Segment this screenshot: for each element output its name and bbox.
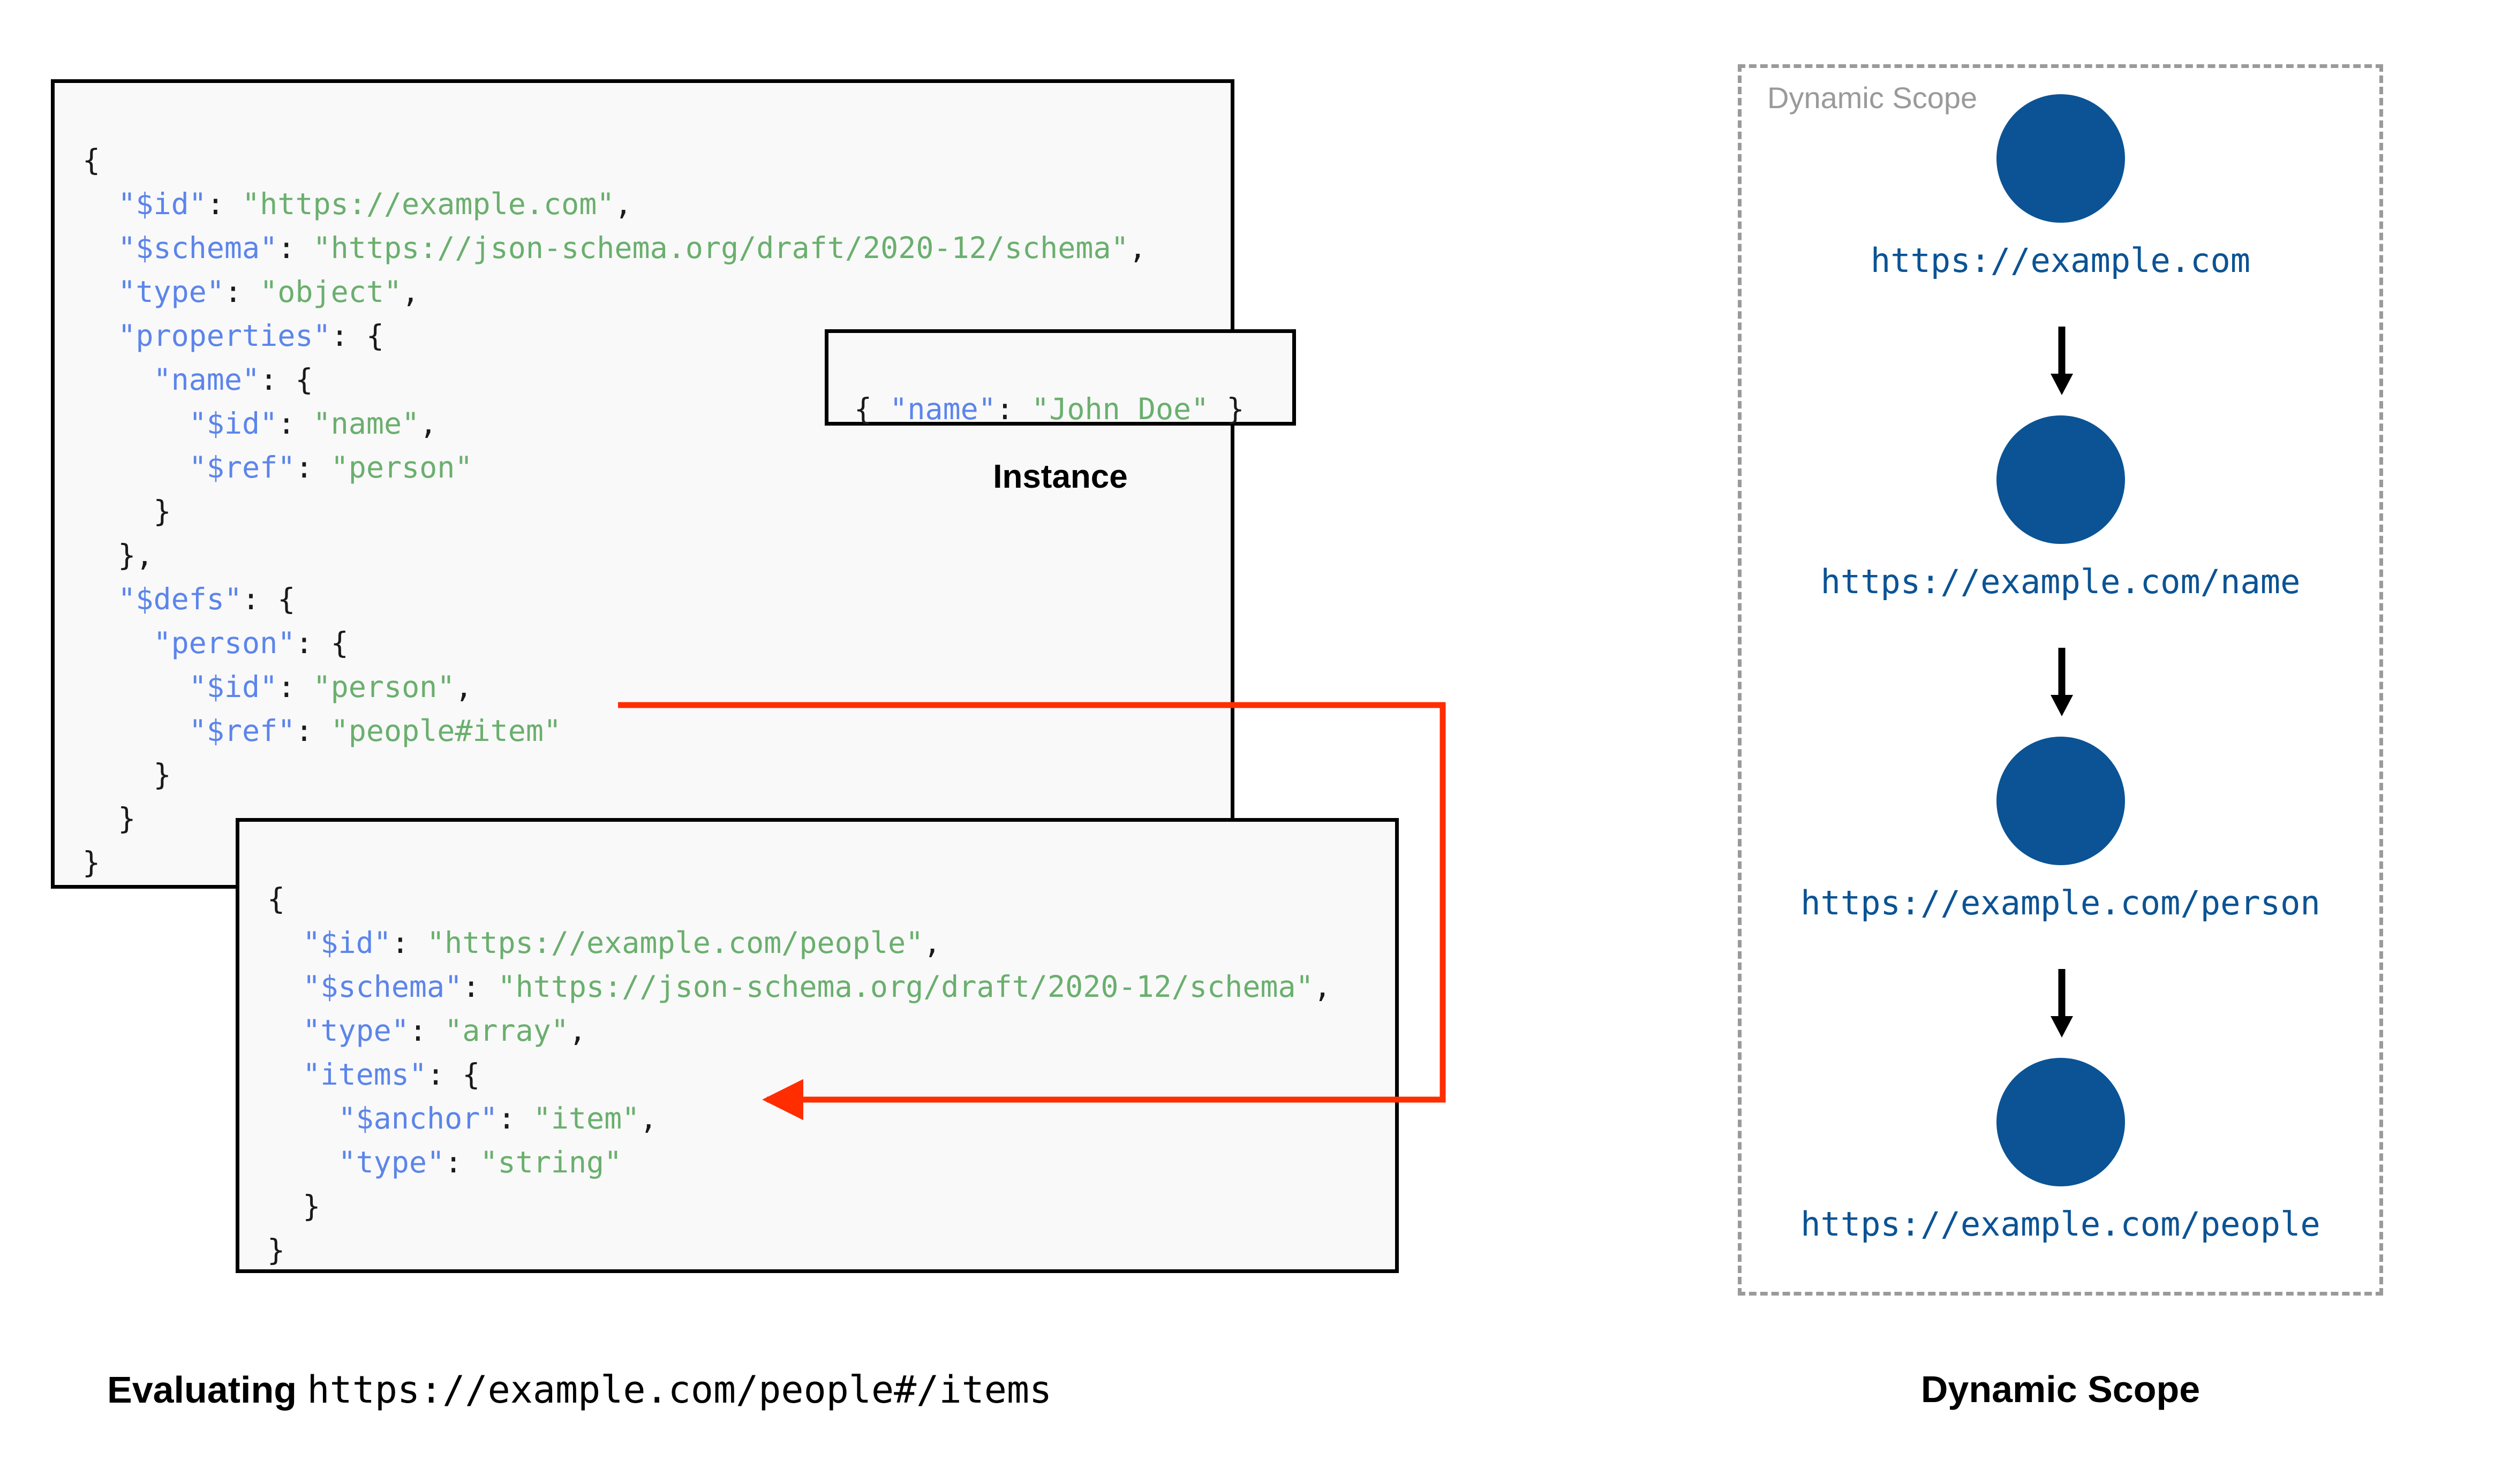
json-token-p: , xyxy=(419,406,438,441)
json-token-p: : xyxy=(996,392,1032,426)
scope-dot-icon xyxy=(1996,1058,2125,1186)
json-token-k: "$defs" xyxy=(118,582,243,616)
json-token-s: "item" xyxy=(533,1101,640,1135)
json-token-s: "array" xyxy=(444,1013,569,1048)
json-token-p: : xyxy=(295,714,331,748)
json-token-p: , xyxy=(614,187,632,221)
json-token-s: "https://example.com/people" xyxy=(427,926,924,960)
json-token-p: , xyxy=(639,1101,658,1135)
json-token-p: } xyxy=(267,1233,285,1267)
json-token-p: : xyxy=(224,275,260,309)
json-token-p: , xyxy=(1313,970,1331,1004)
json-token-p: } xyxy=(118,801,136,836)
json-token-p: : { xyxy=(242,582,296,616)
json-token-p: }, xyxy=(118,538,154,572)
json-token-p: } xyxy=(1209,392,1245,426)
json-token-k: "$schema" xyxy=(118,231,278,265)
instance-caption: Instance xyxy=(993,458,1128,495)
json-token-k: "name" xyxy=(890,392,996,426)
json-token-p: , xyxy=(455,670,473,704)
scope-node-label: https://example.com/person xyxy=(1800,883,2320,922)
json-token-p: : xyxy=(277,406,313,441)
json-token-p: : xyxy=(462,970,498,1004)
json-token-k: "$schema" xyxy=(303,970,463,1004)
json-token-p: : xyxy=(409,1013,445,1048)
json-token-p: : { xyxy=(295,626,349,660)
scope-dot-icon xyxy=(1996,94,2125,223)
evaluating-caption: Evaluating https://example.com/people#/i… xyxy=(107,1368,1052,1412)
json-token-s: "people#item" xyxy=(330,714,562,748)
json-token-s: "name" xyxy=(313,406,420,441)
json-token-k: "$anchor" xyxy=(338,1101,498,1135)
json-token-p: : xyxy=(391,926,427,960)
scope-node-1: https://example.com/name xyxy=(1738,415,2383,601)
instance-code: { "name": "John Doe" } xyxy=(854,387,1245,431)
json-token-s: "John Doe" xyxy=(1031,392,1209,426)
json-token-k: "person" xyxy=(153,626,296,660)
json-token-p: : xyxy=(277,231,313,265)
json-token-k: "$id" xyxy=(189,406,278,441)
json-token-p: , xyxy=(923,926,941,960)
json-token-p: { xyxy=(82,143,101,177)
evaluating-uri: https://example.com/people#/items xyxy=(307,1368,1052,1412)
json-token-p: } xyxy=(153,494,171,528)
scope-node-label: https://example.com/people xyxy=(1800,1205,2320,1244)
json-token-p: { xyxy=(854,392,890,426)
json-token-k: "$ref" xyxy=(189,714,296,748)
json-token-k: "type" xyxy=(118,275,224,309)
json-token-p: , xyxy=(402,275,420,309)
scope-arrow-down-icon xyxy=(2051,648,2073,716)
json-token-k: "name" xyxy=(153,362,260,397)
json-token-p: { xyxy=(267,882,285,916)
json-token-p: : xyxy=(277,670,313,704)
root-schema-code: { "$id": "https://example.com", "$schema… xyxy=(82,138,1147,884)
json-token-s: "person" xyxy=(330,450,473,484)
scope-dot-icon xyxy=(1996,737,2125,865)
json-token-p: : { xyxy=(330,319,384,353)
scope-node-0: https://example.com xyxy=(1738,94,2383,280)
dynamic-scope-caption: Dynamic Scope xyxy=(1920,1368,2201,1410)
scope-dot-icon xyxy=(1996,415,2125,544)
json-token-s: "object" xyxy=(260,275,402,309)
json-token-p: : xyxy=(295,450,331,484)
dynamic-scope-panel-label: Dynamic Scope xyxy=(1767,81,1978,115)
scope-arrow-down-icon xyxy=(2051,327,2073,395)
json-token-k: "$id" xyxy=(303,926,391,960)
json-token-k: "properties" xyxy=(118,319,331,353)
json-token-k: "$id" xyxy=(118,187,207,221)
json-token-p: } xyxy=(303,1189,321,1223)
json-token-p: } xyxy=(82,845,101,880)
json-token-s: "https://example.com" xyxy=(242,187,615,221)
scope-node-2: https://example.com/person xyxy=(1738,737,2383,922)
instance-box: { "name": "John Doe" } xyxy=(825,329,1296,426)
json-token-k: "$id" xyxy=(189,670,278,704)
dynamic-scope-panel xyxy=(1738,64,2383,1296)
json-token-s: "string" xyxy=(480,1145,622,1179)
json-token-p: : { xyxy=(427,1057,480,1092)
scope-node-label: https://example.com xyxy=(1870,241,2251,280)
json-token-p: } xyxy=(153,758,171,792)
people-schema-box: { "$id": "https://example.com/people", "… xyxy=(236,818,1399,1273)
ref-resolution-arrow xyxy=(618,702,1446,1120)
json-token-k: "items" xyxy=(303,1057,427,1092)
json-token-p: , xyxy=(568,1013,587,1048)
json-token-p: : xyxy=(206,187,243,221)
json-token-p: : xyxy=(444,1145,480,1179)
scope-node-3: https://example.com/people xyxy=(1738,1058,2383,1244)
evaluating-label: Evaluating xyxy=(107,1369,297,1411)
json-token-s: "https://json-schema.org/draft/2020-12/s… xyxy=(313,231,1129,265)
scope-arrow-down-icon xyxy=(2051,969,2073,1038)
json-token-s: "https://json-schema.org/draft/2020-12/s… xyxy=(498,970,1314,1004)
json-token-k: "type" xyxy=(303,1013,409,1048)
people-schema-code: { "$id": "https://example.com/people", "… xyxy=(267,877,1331,1272)
root-schema-box: { "$id": "https://example.com", "$schema… xyxy=(51,79,1234,889)
json-token-p: : { xyxy=(260,362,313,397)
json-token-p: , xyxy=(1128,231,1147,265)
json-token-k: "type" xyxy=(338,1145,445,1179)
json-token-k: "$ref" xyxy=(189,450,296,484)
json-token-p: : xyxy=(498,1101,533,1135)
scope-node-label: https://example.com/name xyxy=(1820,562,2301,601)
json-token-s: "person" xyxy=(313,670,455,704)
